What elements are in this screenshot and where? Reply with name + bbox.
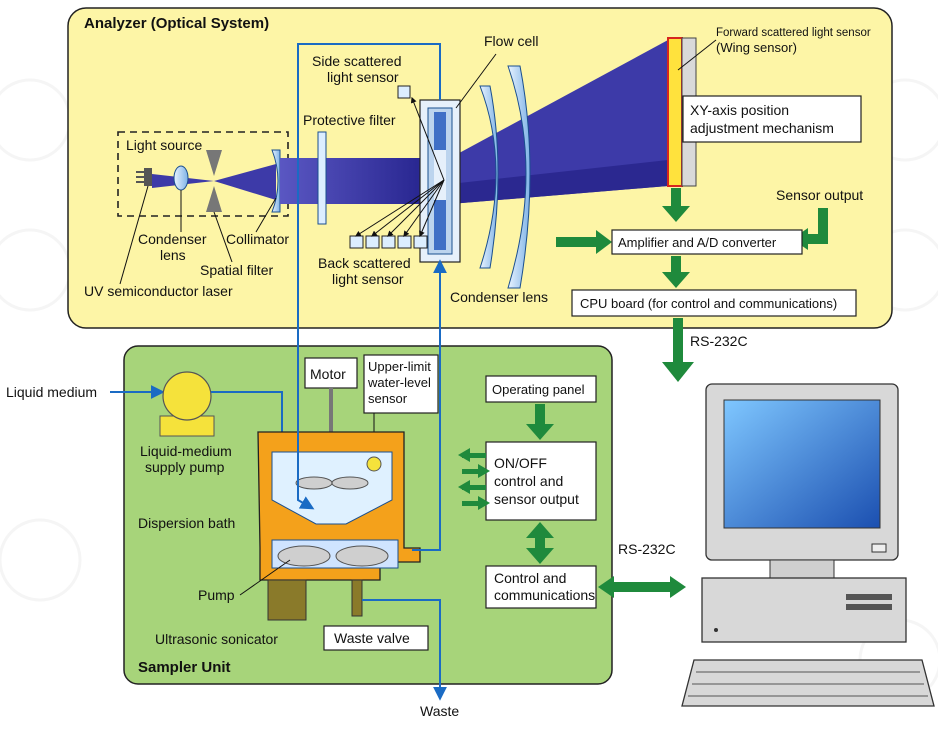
- liquid-medium-label: Liquid medium: [6, 384, 97, 400]
- pump-impeller-2: [335, 545, 389, 567]
- protective-filter-icon: [317, 131, 327, 225]
- arrow-onoff-control: [526, 522, 554, 564]
- supply-pump-label-2: supply pump: [145, 459, 225, 475]
- motor-label: Motor: [310, 366, 346, 382]
- pump-impeller-1: [277, 545, 331, 567]
- back-sensor-label-1: Back scattered: [318, 255, 411, 271]
- condenser-lens-2-icon: [507, 65, 531, 289]
- operating-panel-box: [485, 375, 597, 403]
- arrow-amp-to-cpu: [662, 256, 690, 288]
- sampler-title: Sampler Unit: [138, 659, 231, 676]
- sonicator-icon: [267, 579, 307, 621]
- flow-cell-icon: [419, 99, 461, 263]
- onoff-label-1: ON/OFF: [494, 455, 547, 471]
- dispersion-bath-label: Dispersion bath: [138, 515, 235, 531]
- onoff-box: [485, 441, 597, 521]
- side-sensor-label-1: Side scattered: [312, 53, 402, 69]
- light-source-box: [117, 131, 289, 217]
- onoff-signal-arrows: [458, 448, 490, 510]
- analyzer-title: Analyzer (Optical System): [84, 15, 269, 32]
- upper-limit-label-2: water-level: [367, 375, 431, 390]
- amplifier-box: [611, 229, 803, 255]
- onoff-label-2: control and: [494, 473, 563, 489]
- forward-sensor-icon: [667, 37, 683, 187]
- arrow-control-to-pc: [598, 576, 686, 598]
- sonicator-label: Ultrasonic sonicator: [155, 631, 278, 647]
- scatter-beam-lower: [450, 160, 668, 204]
- operating-panel-label: Operating panel: [492, 382, 585, 397]
- condenser-lens-label: Condenser lens: [450, 289, 548, 305]
- waste-valve-box: [323, 625, 429, 651]
- control-comm-label-2: communications: [494, 587, 595, 603]
- condenser-lens-small-label-2: lens: [160, 247, 186, 263]
- pipe-to-waste: [362, 599, 447, 701]
- control-comm-label-1: Control and: [494, 570, 566, 586]
- onoff-label-3: sensor output: [494, 491, 579, 507]
- sensor-output-label: Sensor output: [776, 187, 863, 203]
- scatter-rays: [354, 96, 445, 238]
- xy-mechanism-label-1: XY-axis position: [690, 102, 789, 118]
- pipe-flowcell-return: [297, 43, 441, 510]
- collimator-label: Collimator: [226, 231, 289, 247]
- drain-pipe: [351, 579, 363, 617]
- collimator-icon: [271, 149, 281, 213]
- computer-icon: [681, 383, 935, 707]
- back-sensor-array: [349, 235, 428, 249]
- rs232-top-label: RS-232C: [690, 333, 748, 349]
- forward-beam-cone: [450, 40, 668, 204]
- uv-laser-label: UV semiconductor laser: [84, 283, 233, 299]
- main-beam: [280, 158, 440, 204]
- laser-beam-expand: [214, 164, 276, 200]
- upper-limit-label-3: sensor: [368, 391, 408, 406]
- spatial-filter-label: Spatial filter: [200, 262, 273, 278]
- spatial-filter-icon-lower: [206, 186, 222, 212]
- arrow-cpu-to-pc: [662, 318, 694, 382]
- stirrer-blade-2: [331, 476, 369, 490]
- small-condenser-lens-icon: [173, 165, 189, 191]
- upper-limit-box: [363, 354, 439, 414]
- supply-pump-label-1: Liquid-medium: [140, 443, 232, 459]
- upper-limit-label-1: Upper-limit: [368, 359, 431, 374]
- rs232-mid-label: RS-232C: [618, 541, 676, 557]
- forward-sensor-label-1: Forward scattered light sensor: [716, 27, 871, 39]
- protective-filter-label: Protective filter: [303, 112, 396, 128]
- pipe-bath-to-flowcell: [412, 259, 447, 551]
- cpu-label: CPU board (for control and communication…: [580, 296, 837, 311]
- xy-mechanism-box: [682, 95, 862, 143]
- arrow-side-to-amp: [556, 230, 612, 254]
- cpu-box: [571, 289, 857, 317]
- arrow-panel-to-onoff: [526, 404, 554, 440]
- pump-label: Pump: [198, 587, 235, 603]
- waste-valve-label: Waste valve: [334, 630, 410, 646]
- waste-label: Waste: [420, 703, 459, 719]
- side-sensor-icon: [397, 85, 411, 99]
- flow-cell-label: Flow cell: [484, 33, 538, 49]
- uv-laser-icon: [136, 168, 152, 186]
- stirrer-blade-1: [295, 476, 333, 490]
- forward-sensor-label-2: (Wing sensor): [716, 40, 797, 55]
- water-level-sensor-icon: [366, 456, 382, 472]
- condenser-lens-small-label-1: Condenser: [138, 231, 207, 247]
- side-sensor-label-2: light sensor: [327, 69, 399, 85]
- back-sensor-label-2: light sensor: [332, 271, 404, 287]
- amplifier-label: Amplifier and A/D converter: [618, 235, 777, 250]
- light-source-label: Light source: [126, 137, 202, 153]
- condenser-lens-1-icon: [479, 85, 499, 269]
- spatial-filter-icon: [206, 150, 222, 176]
- arrow-forward-to-amp: [662, 188, 690, 222]
- control-comm-box: [485, 565, 597, 609]
- xy-mechanism-label-2: adjustment mechanism: [690, 120, 834, 136]
- supply-pump-icon: [159, 371, 215, 437]
